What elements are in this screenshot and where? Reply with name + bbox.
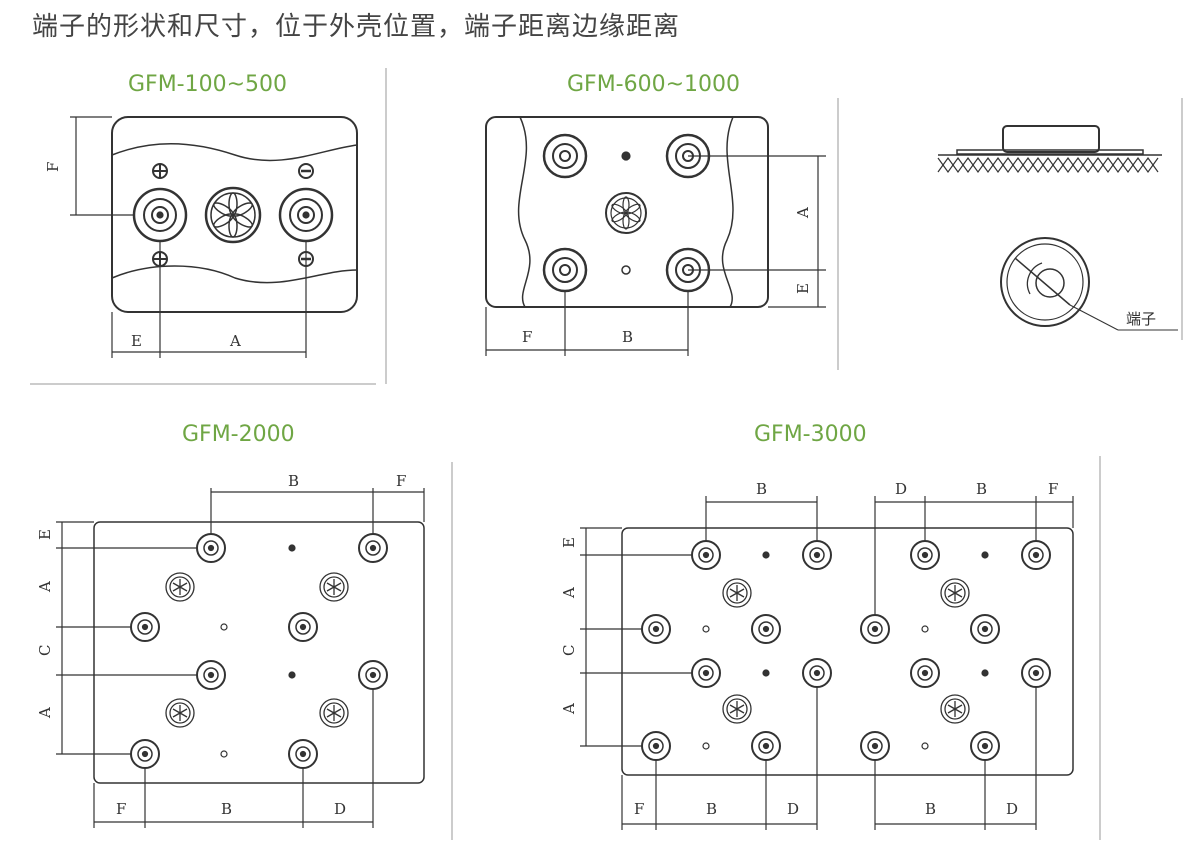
vent-flower-icon [722, 578, 970, 724]
dim-label-e: E [560, 537, 578, 548]
dim-label-b: B [221, 800, 232, 818]
polarity-dot-icon [621, 265, 631, 275]
model-title-gfm-3000: GFM-3000 [754, 422, 867, 447]
dim-label-b: B [706, 800, 717, 818]
panel-dividers [30, 68, 1183, 840]
dim-label-a: A [560, 587, 578, 599]
drawing-gfm-3000 [580, 496, 1074, 830]
dim-label-b: B [925, 800, 936, 818]
dim-label-d: D [1006, 800, 1018, 818]
dim-label-c: C [36, 645, 54, 656]
vent-flower-icon [165, 572, 349, 728]
terminal-left [132, 187, 188, 243]
terminal-top-view [1000, 237, 1178, 331]
drawing-side-view [937, 125, 1162, 174]
dim-label-d: D [787, 800, 799, 818]
model-title-gfm-100-500: GFM-100~500 [128, 72, 288, 97]
drawing-gfm-100-500 [70, 116, 358, 358]
polarity-dot-icon [702, 551, 989, 750]
vent-flower-icon [204, 186, 262, 244]
dim-label-f: F [396, 472, 406, 490]
dim-label-a: A [229, 332, 241, 350]
dim-label-d: D [334, 800, 346, 818]
dim-label-a: A [36, 707, 54, 719]
polarity-dot-icon [621, 151, 631, 161]
dim-label-f: F [116, 800, 126, 818]
terminal-grid [130, 533, 388, 769]
dim-label-b: B [976, 480, 987, 498]
page-title: 端子的形状和尺寸，位于外壳位置，端子距离边缘距离 [32, 12, 681, 42]
dim-label-e: E [794, 283, 812, 294]
model-title-gfm-600-1000: GFM-600~1000 [567, 72, 741, 97]
dim-label-a: A [794, 207, 812, 219]
vent-flower-icon [605, 192, 647, 234]
dim-label-a: A [36, 581, 54, 593]
dim-label-c: C [560, 645, 578, 656]
model-title-gfm-2000: GFM-2000 [182, 422, 295, 447]
polarity-dot-icon [220, 544, 296, 758]
drawing-gfm-2000 [56, 488, 425, 828]
dim-label-f: F [522, 328, 532, 346]
dim-label-b: B [756, 480, 767, 498]
dim-label-f: F [44, 162, 62, 172]
dim-label-f: F [634, 800, 644, 818]
terminal-bottom-left [542, 247, 588, 293]
drawing-gfm-600-1000 [485, 116, 826, 356]
dim-label-d: D [895, 480, 907, 498]
dim-label-a: A [560, 703, 578, 715]
dim-label-e: E [131, 332, 142, 350]
terminal-label: 端子 [1126, 310, 1156, 328]
terminal-right [278, 187, 334, 243]
dim-label-b: B [288, 472, 299, 490]
terminal-grid [641, 540, 1051, 761]
dim-label-f: F [1048, 480, 1058, 498]
dim-label-e: E [36, 529, 54, 540]
terminal-top-left [542, 133, 588, 179]
dim-label-b: B [622, 328, 633, 346]
